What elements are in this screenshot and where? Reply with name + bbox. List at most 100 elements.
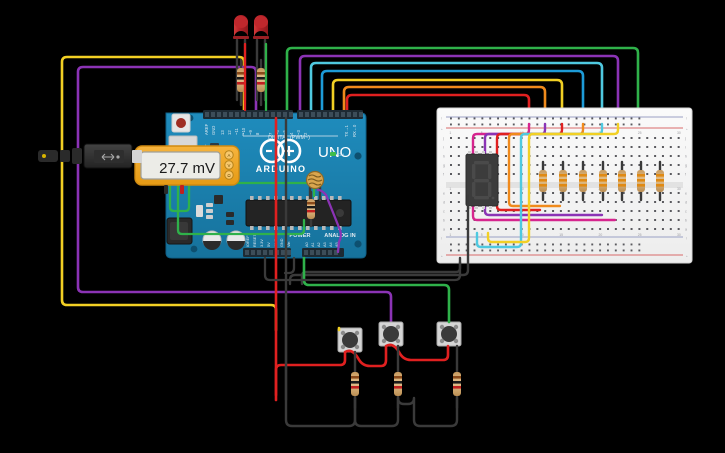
svg-text:TX→1: TX→1	[344, 124, 349, 137]
mm-probe-black	[164, 185, 168, 194]
svg-text:25: 25	[638, 233, 642, 237]
wire-gnd-arduino	[283, 256, 296, 275]
wire-green-btn3	[302, 256, 451, 324]
svg-text:3.3V: 3.3V	[260, 239, 264, 247]
resistor-bb-6	[637, 160, 645, 202]
resistor-bb-5	[618, 160, 626, 202]
svg-text:j: j	[442, 137, 444, 141]
mm-mode-a: A	[228, 153, 231, 158]
svg-text:f: f	[685, 173, 686, 177]
svg-text:i: i	[685, 146, 686, 150]
mm-mode-v: V	[228, 163, 231, 168]
svg-text:A1: A1	[311, 242, 315, 247]
svg-text:+: +	[686, 254, 688, 258]
led-group-top[interactable]	[233, 15, 269, 112]
svg-text:A5: A5	[335, 242, 339, 247]
svg-text:RESET: RESET	[253, 234, 257, 247]
svg-text:~9: ~9	[248, 130, 253, 135]
svg-text:j: j	[684, 137, 686, 141]
svg-text:5: 5	[481, 233, 483, 237]
wire-gnd-bb-left	[288, 194, 470, 286]
svg-text:~3: ~3	[296, 130, 301, 135]
multimeter-reading: 27.7 mV	[159, 160, 215, 177]
svg-text:IOREF: IOREF	[246, 235, 250, 247]
wire-blue-top	[320, 69, 585, 120]
digital-pin-labels: AREF GND 13 12 ~11 ~10 ~9 8 7 ~6 ~5 4 ~3…	[204, 123, 357, 137]
svg-text:+: +	[441, 254, 443, 258]
svg-text:|: |	[686, 236, 687, 240]
svg-text:h: h	[685, 155, 687, 159]
svg-text:e: e	[443, 192, 445, 196]
resistor-onboard[interactable]	[307, 190, 315, 228]
wire-cyan-top	[309, 61, 604, 120]
svg-text:~11: ~11	[234, 128, 239, 135]
resistor-led-2[interactable]	[257, 58, 265, 107]
digital-header-label: DIGITAL (PWM~)	[268, 135, 310, 141]
svg-text:h: h	[443, 155, 445, 159]
svg-text:~5: ~5	[282, 130, 287, 135]
svg-text:c: c	[443, 210, 445, 214]
pushbutton-3[interactable]	[436, 321, 462, 347]
svg-text:1: 1	[449, 131, 451, 135]
wire-purple-top	[298, 54, 620, 120]
wire-red-button-chain	[274, 343, 450, 397]
digital-header-pins[interactable]	[205, 112, 363, 117]
svg-text:5V: 5V	[267, 242, 271, 247]
svg-text:|: |	[686, 116, 687, 120]
pushbutton-1[interactable]	[337, 327, 363, 353]
wire-yellow-left-loop	[60, 55, 278, 332]
arduino-brand-text: ARDUINO	[256, 164, 306, 174]
svg-text:20: 20	[599, 233, 603, 237]
usb-cable[interactable]	[38, 143, 142, 169]
svg-text:A4: A4	[329, 242, 333, 247]
svg-text:30: 30	[677, 187, 681, 191]
wire-bottom-routing[interactable]	[263, 256, 462, 282]
breadboard-resistors[interactable]	[539, 160, 664, 202]
wire-purple-left-loop	[76, 65, 393, 324]
svg-text:13: 13	[220, 130, 225, 135]
pushbutton-group[interactable]	[85, 256, 462, 428]
svg-text:1: 1	[449, 187, 451, 191]
svg-text:+: +	[686, 127, 688, 131]
svg-text:RX←0: RX←0	[352, 124, 357, 137]
pushbutton-2[interactable]	[378, 321, 404, 347]
wire-breadboard-jumpers[interactable]	[471, 122, 638, 249]
svg-text:GND: GND	[211, 126, 216, 135]
resistor-led-1[interactable]	[237, 58, 245, 107]
svg-text:a: a	[443, 228, 445, 232]
resistor-bb-3	[579, 160, 587, 202]
svg-text:30: 30	[677, 131, 681, 135]
svg-text:25: 25	[638, 131, 642, 135]
wire-left-loops[interactable]	[60, 55, 393, 332]
analog-pin-labels: A0 A1 A2 A3 A4 A5	[305, 242, 339, 247]
wire-bundle-top[interactable]	[285, 46, 640, 120]
svg-text:c: c	[685, 210, 687, 214]
svg-text:g: g	[443, 164, 445, 168]
wire-purple-analog	[316, 188, 342, 254]
resistor-bb-7	[656, 160, 664, 202]
resistor-bb-4	[599, 160, 607, 202]
wire-green-onboard-2	[176, 168, 306, 236]
svg-text:12: 12	[227, 130, 232, 135]
resistor-bb-2	[559, 160, 567, 202]
on-led-label: ON	[338, 152, 344, 157]
svg-text:8: 8	[255, 132, 260, 135]
power-header-label: POWER	[289, 233, 310, 239]
wire-green-top	[285, 46, 640, 120]
wire-gnd-res3	[396, 396, 459, 428]
svg-text:|: |	[441, 116, 442, 120]
svg-text:a: a	[685, 228, 687, 232]
svg-text:i: i	[443, 146, 444, 150]
wire-red-top-2	[345, 93, 531, 120]
svg-text:1: 1	[449, 233, 451, 237]
wire-gnd-long-right	[263, 256, 462, 282]
svg-text:d: d	[443, 201, 445, 205]
svg-text:|: |	[441, 236, 442, 240]
seven-segment-display[interactable]	[465, 151, 499, 209]
svg-text:~6: ~6	[275, 130, 280, 135]
multimeter[interactable]: A V Ω 27.7 mV	[134, 145, 240, 194]
svg-text:30: 30	[677, 233, 681, 237]
svg-text:GND: GND	[280, 238, 284, 247]
